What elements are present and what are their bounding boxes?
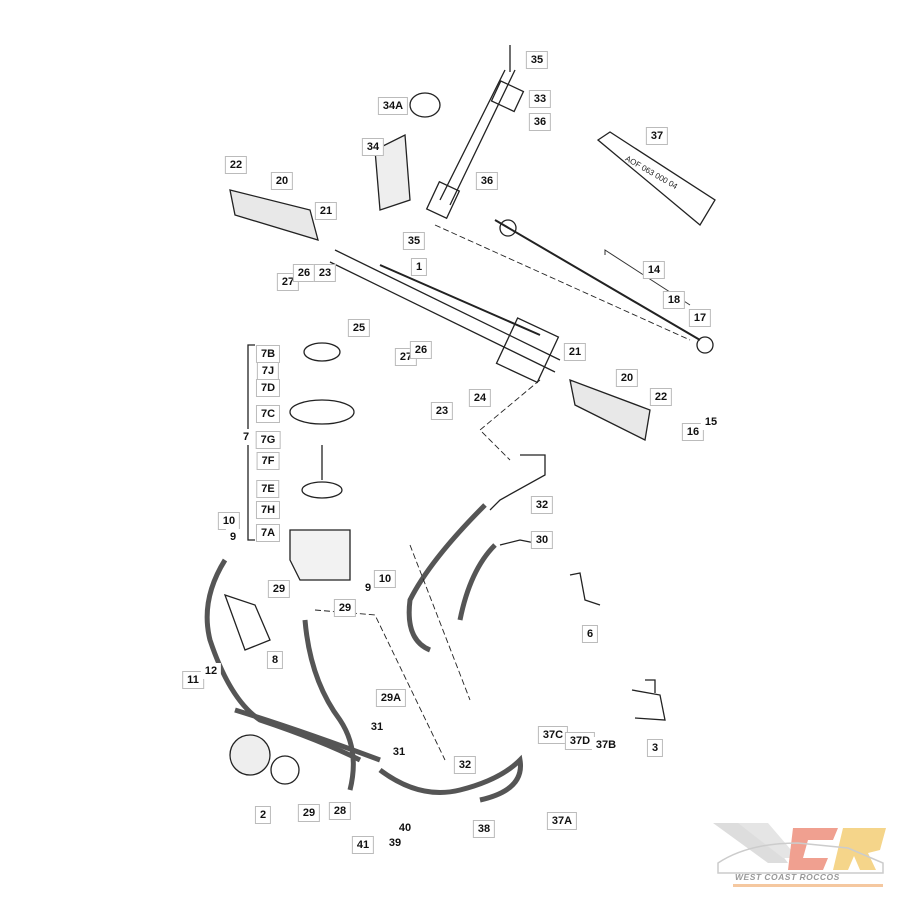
callout-34a: 34A (377, 97, 409, 115)
callout-26: 26 (292, 264, 316, 282)
callout-18: 18 (662, 291, 686, 309)
callout-7d: 7D (255, 379, 281, 397)
callout-35: 35 (402, 232, 426, 250)
west-coast-roccos-logo (713, 823, 886, 887)
callout-37a: 37A (546, 812, 578, 830)
callout-38: 38 (472, 820, 496, 838)
callout-34: 34 (361, 138, 385, 156)
callout-33: 33 (528, 90, 552, 108)
callout-29: 29 (267, 580, 291, 598)
callout-9: 9 (225, 529, 241, 545)
callout-1: 1 (410, 258, 428, 276)
tie-rod (494, 219, 714, 354)
callout-37b: 37B (591, 737, 621, 753)
callout-7f: 7F (256, 452, 280, 470)
callout-16: 16 (681, 423, 705, 441)
callout-40: 40 (394, 820, 416, 836)
callout-8: 8 (266, 651, 284, 669)
callout-37c: 37C (537, 726, 569, 744)
bracket-3 (631, 679, 666, 721)
callout-7a: 7A (255, 524, 281, 542)
callout-39: 39 (384, 835, 406, 851)
callout-7h: 7H (255, 501, 281, 519)
power-steering-pump (229, 734, 300, 785)
callout-29: 29 (333, 599, 357, 617)
leader-lines (314, 224, 691, 761)
callout-10: 10 (373, 570, 397, 588)
callout-31: 31 (366, 719, 388, 735)
logo-text: WEST COAST ROCCOS (735, 872, 840, 882)
callout-7b: 7B (255, 345, 281, 363)
callout-30: 30 (530, 531, 554, 549)
callout-20: 20 (615, 369, 639, 387)
callout-3: 3 (646, 739, 664, 757)
bracket-6 (569, 572, 601, 606)
rack-boot-right (569, 378, 651, 441)
callout-10: 10 (217, 512, 241, 530)
callout-25: 25 (347, 319, 371, 337)
callout-31: 31 (388, 744, 410, 760)
callout-35: 35 (525, 51, 549, 69)
callout-26: 26 (409, 341, 433, 359)
grease-tube (596, 131, 716, 226)
callout-20: 20 (270, 172, 294, 190)
callout-28: 28 (328, 802, 352, 820)
steering-rack (329, 249, 561, 384)
callout-32: 32 (530, 496, 554, 514)
callout-24: 24 (468, 389, 492, 407)
callout-22: 22 (224, 156, 248, 174)
callout-7: 7 (238, 429, 254, 445)
callout-2: 2 (254, 806, 272, 824)
callout-23: 23 (313, 264, 337, 282)
callout-22: 22 (649, 388, 673, 406)
callout-7e: 7E (256, 480, 280, 498)
callout-29a: 29A (375, 689, 407, 707)
callout-36: 36 (528, 113, 552, 131)
rack-boot-left (229, 189, 319, 241)
callout-14: 14 (642, 261, 666, 279)
callout-17: 17 (688, 309, 712, 327)
callout-11: 11 (182, 671, 204, 689)
pressure-pipe (489, 454, 546, 511)
callout-15: 15 (700, 414, 722, 430)
bracket-8 (223, 593, 271, 651)
callout-6: 6 (581, 625, 599, 643)
callout-7c: 7C (255, 405, 281, 423)
callout-23: 23 (430, 402, 454, 420)
callout-41: 41 (351, 836, 375, 854)
callout-21: 21 (314, 202, 338, 220)
hoses (204, 503, 523, 803)
callout-37: 37 (645, 127, 669, 145)
callout-7g: 7G (255, 431, 281, 449)
callout-21: 21 (563, 343, 587, 361)
callout-29: 29 (297, 804, 321, 822)
callout-12: 12 (200, 663, 222, 679)
callout-36: 36 (475, 172, 499, 190)
callout-7j: 7J (256, 362, 280, 380)
callout-37d: 37D (564, 732, 596, 750)
steering-column (425, 45, 525, 220)
callout-9: 9 (360, 580, 376, 596)
callout-32: 32 (453, 756, 477, 774)
